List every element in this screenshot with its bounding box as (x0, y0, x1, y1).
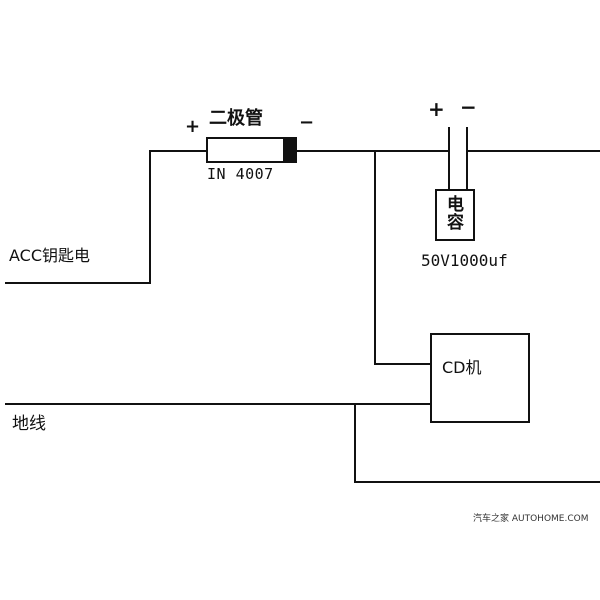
ground-label: 地线 (12, 414, 46, 434)
cd-player-box (430, 333, 530, 423)
acc-wire (5, 150, 207, 284)
capacitor-minus-sign: − (460, 95, 477, 119)
watermark-text: 汽车之家 AUTOHOME.COM (473, 514, 589, 524)
acc-label: ACC钥匙电 (9, 246, 91, 265)
cd-player-label: CD机 (442, 358, 482, 377)
branch-to-cd-wire (374, 151, 431, 365)
diode-plus-sign: + (185, 116, 201, 137)
capacitor-label-box (435, 189, 475, 241)
diode-body (206, 137, 297, 163)
ground-return-wire (354, 404, 600, 483)
diode-minus-sign: − (299, 112, 315, 133)
capacitor-plus-sign: + (428, 97, 445, 121)
diode-model-label: IN 4007 (207, 165, 274, 183)
capacitor-spec-label: 50V1000uf (421, 251, 508, 270)
capacitor-name-label: 电容 (443, 195, 463, 231)
diode-cathode-band (283, 138, 296, 162)
diode-name-label: 二极管 (209, 108, 263, 129)
